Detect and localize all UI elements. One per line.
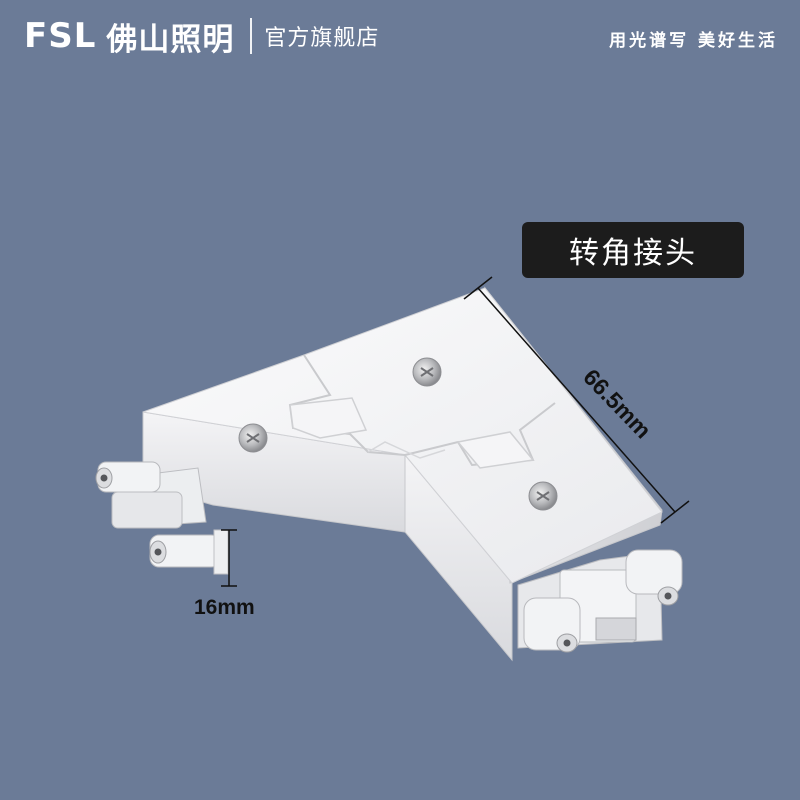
screw <box>412 357 442 387</box>
store-name: 官方旗舰店 <box>264 26 380 51</box>
raised-tab <box>289 397 368 439</box>
logo-divider <box>250 18 253 54</box>
screw <box>238 423 268 453</box>
width-dimension-label: 16mm <box>194 596 255 619</box>
right-plug <box>517 549 683 653</box>
screw <box>528 481 558 511</box>
brand-slogan: 用光谱写 美好生活 <box>609 31 778 51</box>
brand-chinese-text: 佛山照明 <box>106 21 235 58</box>
product-label: 转角接头 <box>522 222 744 278</box>
raised-tab <box>456 431 535 469</box>
seam-line <box>367 441 446 459</box>
brand-latin-text: FSL <box>24 16 97 56</box>
corner-connector <box>95 286 683 662</box>
length-dimension-line <box>463 276 690 524</box>
brand-logo: FSL 佛山照明 官方旗舰店 <box>24 14 379 58</box>
product-label-text: 转角接头 <box>569 236 697 271</box>
width-dimension-line <box>221 529 237 587</box>
left-plug <box>95 461 229 575</box>
